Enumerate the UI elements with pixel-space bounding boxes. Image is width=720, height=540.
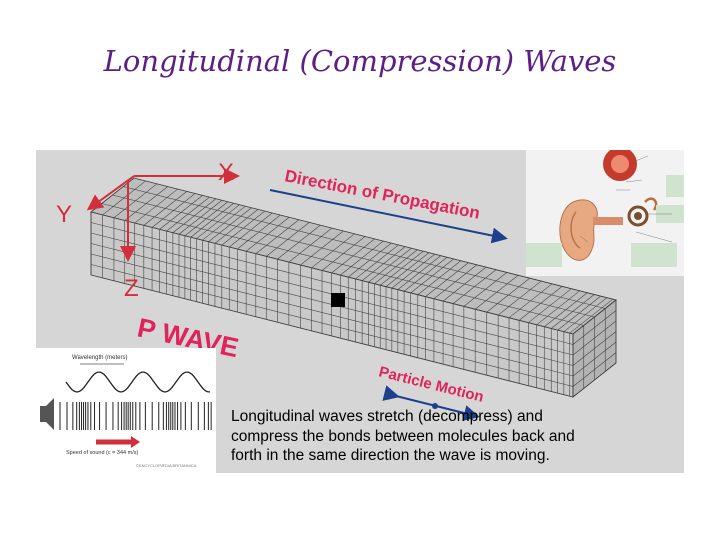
- speaker-icon: [40, 398, 54, 430]
- ear-anatomy-image: [526, 150, 684, 276]
- z-axis-label: Z: [124, 275, 139, 302]
- y-axis-label: Y: [56, 201, 72, 228]
- diagram-graphic: X Y Z Direction of Propagation P WAVE Pa…: [36, 150, 684, 473]
- p-wave-diagram: X Y Z Direction of Propagation P WAVE Pa…: [36, 150, 684, 473]
- molecule-grid: [90, 177, 617, 398]
- particle-dot: [432, 403, 438, 409]
- caption-text: Longitudinal waves stretch (decompress) …: [231, 407, 671, 466]
- caption-line-1: Longitudinal waves stretch (decompress) …: [231, 408, 543, 425]
- x-axis-label: X: [218, 159, 234, 186]
- highlighted-molecule: [331, 293, 345, 307]
- caption-line-3: forth in the same direction the wave is …: [231, 447, 550, 464]
- sound-wave-inset: Wavelength (meters) Speed of sound (c = …: [36, 348, 216, 473]
- axis-arrows: [86, 168, 240, 262]
- propagation-arrow: [269, 189, 508, 244]
- slide-title: Longitudinal (Compression) Waves: [103, 44, 617, 78]
- sine-wave: [65, 371, 210, 393]
- caption-line-2: compress the bonds between molecules bac…: [231, 427, 575, 445]
- speed-label: Speed of sound (c = 344 m/s): [66, 450, 138, 456]
- direction-label: Direction of Propagation: [283, 166, 481, 222]
- wavelength-label: Wavelength (meters): [72, 355, 127, 361]
- credit-text: ©ENCYCLOPÆDIA BRITANNICA: [136, 463, 197, 468]
